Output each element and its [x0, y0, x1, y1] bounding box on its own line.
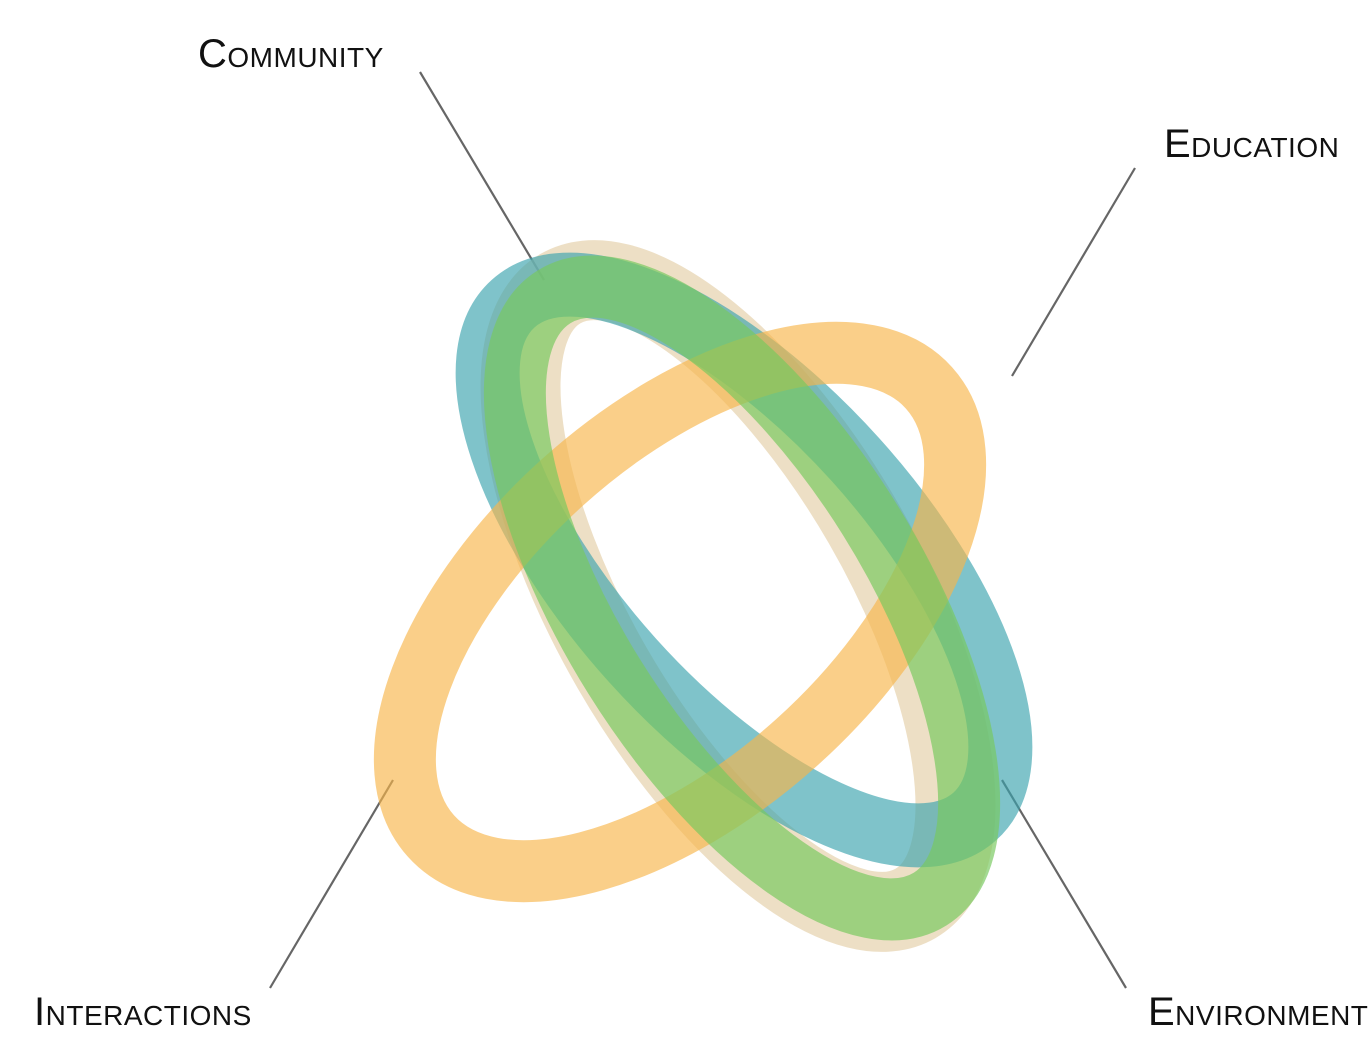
- label-interactions: Interactions: [34, 990, 252, 1034]
- label-community: Community: [198, 32, 384, 76]
- ring-environment: [483, 255, 1001, 941]
- label-environment: Environment: [1148, 990, 1368, 1034]
- connector-environment: [1001, 779, 1127, 989]
- label-education: Education: [1164, 122, 1340, 166]
- ring-interactions: [373, 321, 987, 903]
- connector-community: [419, 71, 545, 281]
- connector-education: [1011, 167, 1136, 377]
- connector-interactions: [269, 779, 394, 989]
